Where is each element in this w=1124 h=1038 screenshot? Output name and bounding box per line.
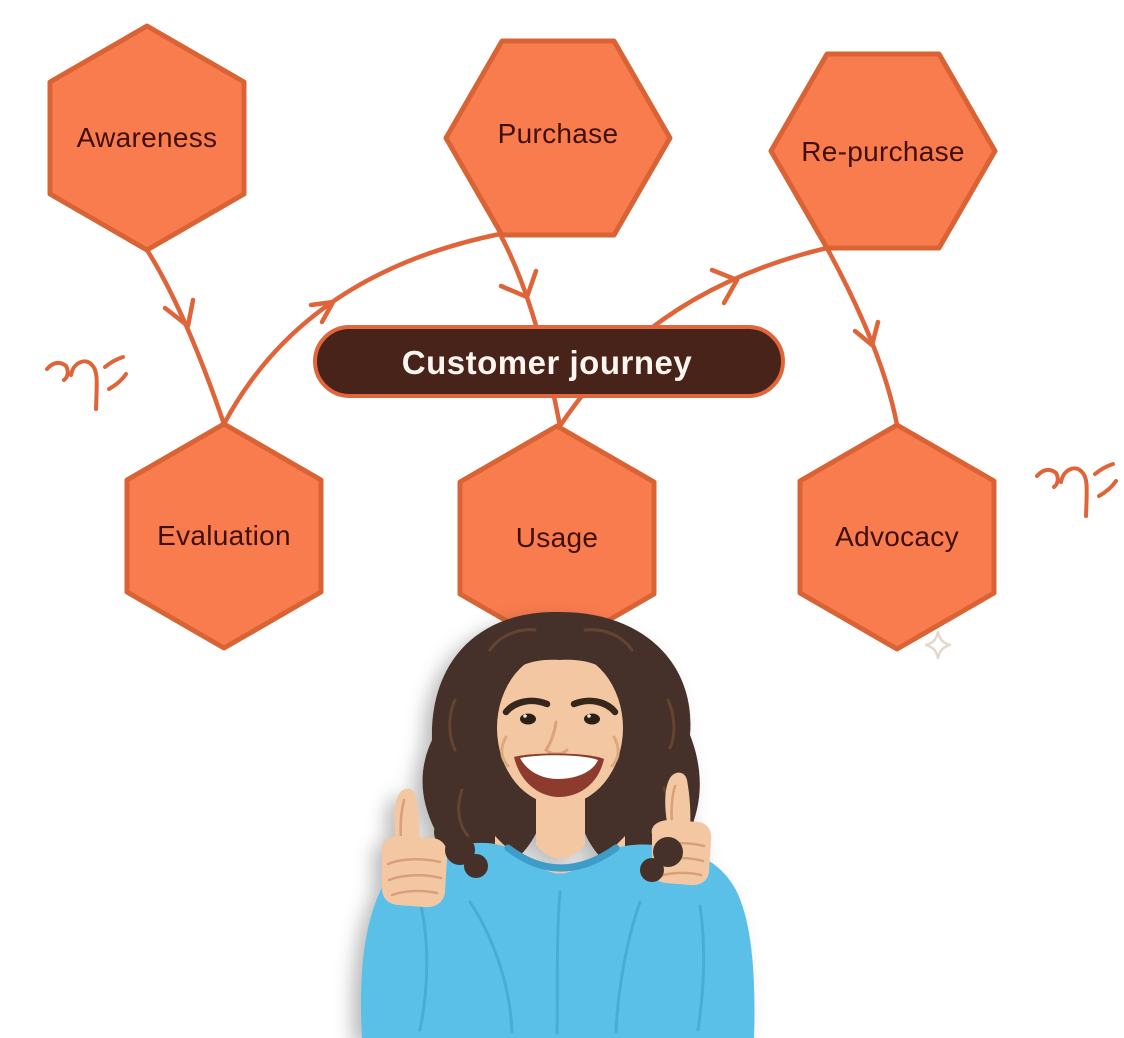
right-eye [584, 713, 600, 725]
flow-arrow-evaluation-purchase [221, 231, 503, 427]
sparkle-icon [924, 630, 952, 660]
flow-arrow-awareness-evaluation [144, 247, 227, 427]
smile-crease [610, 735, 620, 768]
eye-glint [587, 714, 591, 718]
thumbs-up-left [381, 788, 448, 908]
arrowhead-icon [498, 268, 539, 300]
person-sweater [361, 842, 755, 1038]
stage-label-usage: Usage [516, 522, 598, 553]
stage-hexagon-advocacy: Advocacy [797, 422, 997, 652]
stage-hexagon-repurchase: Re-purchase [768, 51, 998, 251]
journey-pill-label: Customer journey [402, 344, 693, 381]
eye-glint [523, 714, 527, 718]
bangs [482, 648, 638, 716]
arrowhead-icon [308, 299, 336, 325]
smile-crease [500, 735, 510, 768]
person-hair-front [445, 835, 683, 882]
left-eyebrow [502, 697, 551, 716]
stage-hexagon-evaluation: Evaluation [124, 421, 324, 651]
bounce-doodle-right [1035, 462, 1118, 518]
left-eye [520, 713, 536, 725]
person-photo [361, 611, 755, 1038]
stage-label-evaluation: Evaluation [157, 520, 291, 551]
stage-label-purchase: Purchase [498, 118, 619, 149]
flow-arrow-repurchase-advocacy [824, 245, 900, 428]
journey-pill: Customer journey [313, 325, 785, 398]
stage-hexagon-awareness: Awareness [47, 23, 247, 253]
right-eyebrow [570, 697, 619, 716]
bounce-doodle-left [45, 355, 128, 411]
stage-label-awareness: Awareness [77, 122, 218, 153]
stage-label-repurchase: Re-purchase [801, 136, 965, 167]
arrowhead-icon [162, 297, 196, 329]
stage-hexagon-purchase: Purchase [443, 38, 673, 238]
smile [514, 753, 604, 797]
person-face [482, 648, 638, 805]
arrowhead-icon [709, 267, 740, 306]
stage-label-advocacy: Advocacy [835, 521, 959, 552]
neckline [504, 844, 620, 872]
arrowhead-icon [852, 319, 881, 348]
